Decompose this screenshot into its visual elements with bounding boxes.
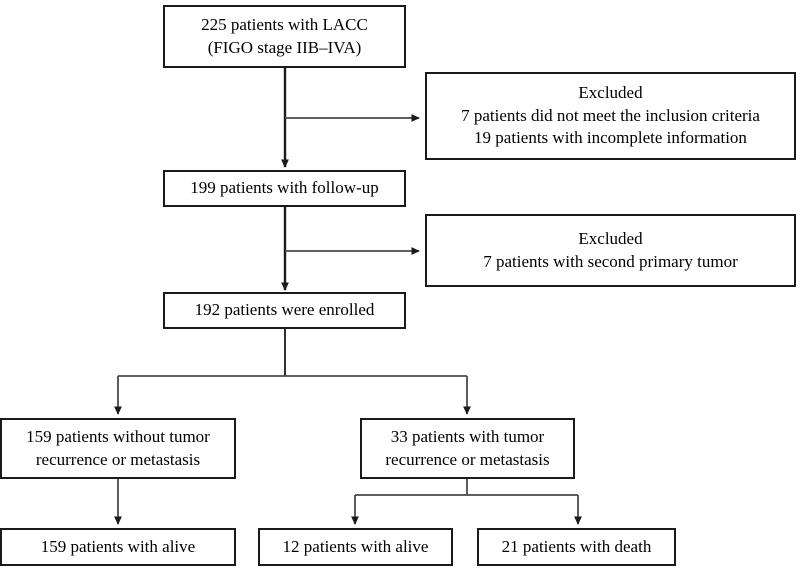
node-recurrence-line-2: recurrence or metastasis (385, 449, 550, 469)
node-alive-recurrence-line-1: 12 patients with alive (282, 536, 429, 556)
node-excluded-one: Excluded 7 patients did not meet the inc… (425, 72, 796, 160)
node-no-recurrence-line-2: recurrence or metastasis (35, 449, 201, 469)
node-enrollment-source-line-2: (FIGO stage IIB–IVA) (207, 37, 362, 57)
node-alive-no-recurrence-line-1: 159 patients with alive (40, 536, 196, 556)
node-excluded-one-line-1: Excluded (578, 83, 643, 103)
node-alive-recurrence: 12 patients with alive (258, 528, 453, 566)
node-recurrence-line-1: 33 patients with tumor (390, 427, 545, 447)
node-enrolled: 192 patients were enrolled (163, 292, 406, 329)
node-excluded-one-line-3: 19 patients with incomplete information (474, 128, 747, 148)
node-excluded-two: Excluded 7 patients with second primary … (425, 214, 796, 287)
node-death-recurrence: 21 patients with death (477, 528, 676, 566)
node-no-recurrence-line-1: 159 patients without tumor (26, 427, 210, 447)
connector-enrolled-split (114, 328, 471, 415)
node-excluded-two-line-2: 7 patients with second primary tumor (483, 251, 738, 271)
node-followup: 199 patients with follow-up (163, 170, 406, 207)
node-alive-no-recurrence: 159 patients with alive (0, 528, 236, 566)
node-followup-line-1: 199 patients with follow-up (190, 178, 379, 198)
node-enrollment-source: 225 patients with LACC (FIGO stage IIB–I… (163, 5, 406, 68)
node-no-recurrence: 159 patients without tumor recurrence or… (0, 418, 236, 479)
node-excluded-two-line-1: Excluded (578, 229, 643, 249)
node-recurrence: 33 patients with tumor recurrence or met… (360, 418, 575, 479)
node-enrollment-source-line-1: 225 patients with LACC (201, 15, 368, 35)
node-excluded-one-line-2: 7 patients did not meet the inclusion cr… (461, 105, 760, 125)
node-enrolled-line-1: 192 patients were enrolled (194, 300, 375, 320)
node-death-recurrence-line-1: 21 patients with death (501, 536, 652, 556)
connector-recurrence-split (351, 479, 582, 525)
